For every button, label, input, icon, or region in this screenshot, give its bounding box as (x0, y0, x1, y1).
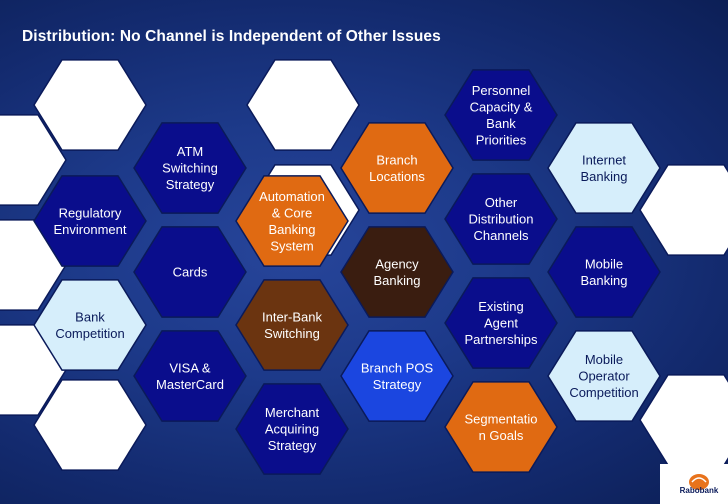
hexagon-label-line: Locations (369, 169, 425, 184)
hexagon-shape (33, 175, 147, 267)
hexagon-shape (133, 330, 247, 422)
hexagon-shape (235, 383, 349, 475)
hexagon-label-line: Switching (264, 326, 320, 341)
hexagon-label-line: Inter-Bank (262, 309, 322, 324)
slide-title: Distribution: No Channel is Independent … (22, 28, 441, 45)
hexagon-blank-8 (639, 164, 728, 256)
hexagon-shape (235, 175, 349, 267)
hexagon-shape (444, 381, 558, 473)
hexagon-label-line: Bank (75, 309, 105, 324)
hexagon-blank-1 (33, 59, 147, 151)
hexagon-segmentation-goals: Segmentatio n Goals (444, 381, 558, 473)
hexagon-branch-pos-strategy: Branch POS Strategy (340, 330, 454, 422)
hexagon-label-line: Cards (173, 265, 208, 280)
hexagon-blank-2 (246, 59, 360, 151)
hexagon-shape (33, 379, 147, 471)
hexagon-label-line: Banking (581, 273, 628, 288)
hexagon-label-line: Capacity & (470, 99, 533, 114)
hexagon-label-line: Regulatory (59, 205, 122, 220)
hexagon-label-line: Strategy (166, 177, 215, 192)
hexagon-shape (444, 173, 558, 265)
hexagon-label-line: Internet (582, 152, 626, 167)
hexagon-shape (340, 330, 454, 422)
hexagon-label-line: Channels (474, 228, 529, 243)
hexagon-label-line: Agent (484, 316, 518, 331)
hexagon-label-line: Other (485, 195, 518, 210)
hexagon-label-line: Competition (569, 385, 638, 400)
hexagon-blank-9 (639, 374, 728, 466)
hexagon-label-line: & Core (272, 205, 312, 220)
hexagon-label-line: Acquiring (265, 422, 319, 437)
hexagon-label-line: Banking (269, 222, 316, 237)
hexagon-label-line: Switching (162, 161, 218, 176)
hexagon-shape (0, 114, 67, 206)
hexagon-label-line: Branch POS (361, 360, 434, 375)
hexagon-label-line: Banking (374, 273, 421, 288)
hexagon-label-line: Branch (376, 152, 417, 167)
hexagon-shape (639, 374, 728, 466)
hexagon-shape (340, 226, 454, 318)
hexagon-shape (133, 122, 247, 214)
hexagon-label-line: Bank (486, 116, 516, 131)
hexagon-label-line: Strategy (268, 438, 317, 453)
rabobank-logo (689, 474, 709, 490)
hexagon-blank-6 (33, 379, 147, 471)
hexagon-label-line: Strategy (373, 377, 422, 392)
hexagon-label-line: VISA & (169, 360, 211, 375)
hexagon-blank-3 (0, 114, 67, 206)
hexagon-label-line: Mobile (585, 256, 623, 271)
hexagon-label-line: Segmentatio (465, 411, 538, 426)
logo-text: Rabobank (679, 486, 719, 495)
hexagon-label-line: Merchant (265, 405, 320, 420)
hexagon-label-line: System (270, 238, 313, 253)
hexagon-cards: Cards (133, 226, 247, 318)
hexagon-shape (444, 277, 558, 369)
hexagon-shape (639, 164, 728, 256)
hexagon-label-line: Distribution (468, 212, 533, 227)
hexagon-label-line: MasterCard (156, 377, 224, 392)
hexagon-shape (235, 279, 349, 371)
hexagon-shape (547, 226, 661, 318)
hexagon-label-line: Mobile (585, 352, 623, 367)
hexagon-label-line: Existing (478, 299, 524, 314)
hexagon-label-line: Personnel (472, 83, 531, 98)
hexagon-label-line: Environment (54, 222, 127, 237)
hexagon-shape (340, 122, 454, 214)
hexagon-shape (33, 279, 147, 371)
hexagon-label-line: Automation (259, 189, 325, 204)
hexagon-label-line: ATM (177, 144, 203, 159)
hexagon-shape (547, 122, 661, 214)
hexagon-label-line: Agency (375, 256, 419, 271)
hexagon-shape (33, 59, 147, 151)
hexagon-label-line: Competition (55, 326, 124, 341)
hexagon-label-line: Operator (578, 369, 630, 384)
hexagon-label-line: Priorities (476, 132, 527, 147)
hexagon-visa-mastercard: VISA & MasterCard (133, 330, 247, 422)
hexagon-shape (547, 330, 661, 422)
hexagon-shape (133, 226, 247, 318)
hexagon-label-line: n Goals (479, 428, 524, 443)
hexagon-shape (444, 69, 558, 161)
hexagon-shape (246, 59, 360, 151)
hexagon-label-line: Banking (581, 169, 628, 184)
hexagon-label-line: Partnerships (465, 332, 538, 347)
